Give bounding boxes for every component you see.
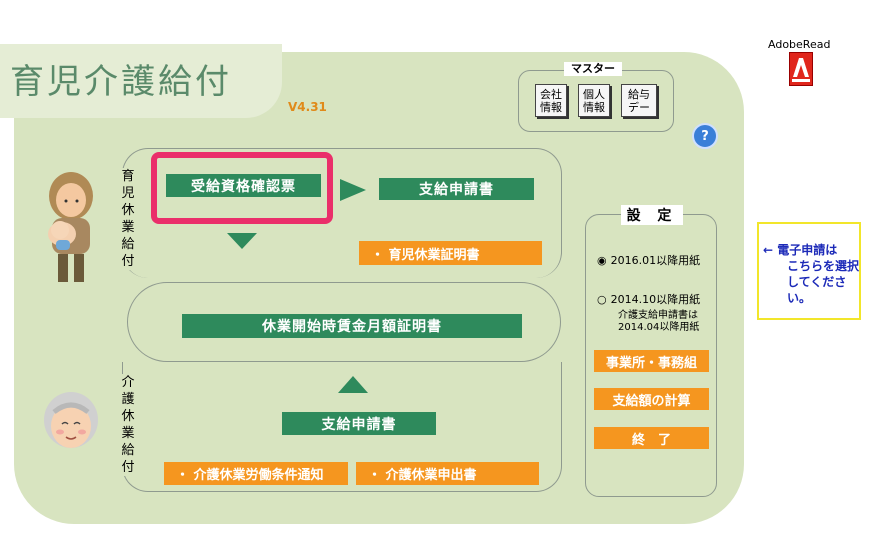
wage-certificate-button[interactable]: 休業開始時賃金月額証明書 [182, 314, 522, 338]
office-settings-button[interactable]: 事業所・事務組 [594, 350, 709, 372]
settings-option-2014-label: 2014.10以降用紙 [610, 293, 701, 306]
settings-option-2016[interactable]: ◉ 2016.01以降用紙 [597, 252, 700, 268]
master-title: マスター [564, 62, 622, 76]
side-note-line2: こちらを選択 [787, 259, 860, 273]
settings-note: 介護支給申請書は 2014.04以降用紙 [618, 310, 699, 334]
radio-selected-icon: ◉ [597, 253, 607, 267]
arrow-up-icon [338, 376, 368, 393]
caregiving-leave-request-button[interactable]: ・ 介護休業申出書 [356, 462, 539, 485]
arrow-down-icon [227, 233, 257, 249]
app-version: V4.31 [288, 100, 327, 114]
childcare-application-button[interactable]: 支給申請書 [379, 178, 534, 200]
salary-data-label-1: 給与 [628, 87, 650, 101]
electronic-application-note: ← 電子申請は こちらを選択 してください。 [757, 222, 861, 320]
elderly-person-illustration [44, 392, 98, 448]
help-icon[interactable]: ? [692, 123, 718, 149]
side-note-line3: してください。 [787, 275, 847, 305]
highlight-frame [151, 152, 333, 224]
settings-note-line2: 2014.04以降用紙 [618, 322, 700, 333]
title-tab [0, 44, 282, 118]
adobe-reader-label: AdobeRead [768, 38, 831, 51]
childcare-leave-certificate-button[interactable]: ・ 育児休業証明書 [359, 241, 542, 265]
company-info-label-2: 情報 [540, 100, 562, 114]
adobe-reader-icon[interactable] [789, 52, 813, 86]
arrow-right-icon [340, 179, 366, 201]
radio-unselected-icon: ○ [597, 292, 607, 306]
personal-info-label-2: 情報 [583, 100, 605, 114]
settings-option-2014[interactable]: ○ 2014.10以降用紙 [597, 291, 700, 307]
exit-button[interactable]: 終 了 [594, 427, 709, 449]
salary-data-button[interactable]: 給与 デー [621, 84, 657, 117]
side-note-line1: ← 電子申請は [763, 243, 838, 257]
settings-note-line1: 介護支給申請書は [618, 310, 698, 321]
app-title: 育児介護給付 [10, 62, 232, 102]
wage-section-box [127, 282, 561, 362]
company-info-label-1: 会社 [540, 87, 562, 101]
caregiving-application-button[interactable]: 支給申請書 [282, 412, 436, 435]
settings-title: 設 定 [621, 205, 683, 225]
personal-info-button[interactable]: 個人 情報 [578, 84, 610, 117]
settings-option-2016-label: 2016.01以降用紙 [610, 254, 701, 267]
caregiving-section-label: 介 護 休 業 給 付 [120, 374, 136, 476]
salary-data-label-2: デー [628, 100, 650, 114]
benefit-calc-button[interactable]: 支給額の計算 [594, 388, 709, 410]
personal-info-label-1: 個人 [583, 87, 605, 101]
company-info-button[interactable]: 会社 情報 [535, 84, 567, 117]
eligibility-confirmation-button[interactable]: 受給資格確認票 [166, 174, 321, 197]
caregiving-labor-notice-button[interactable]: ・ 介護休業労働条件通知 [164, 462, 348, 485]
adobe-logo-icon [792, 58, 810, 82]
childcare-section-label: 育 児 休 業 給 付 [120, 168, 136, 270]
mother-baby-illustration [48, 172, 93, 282]
